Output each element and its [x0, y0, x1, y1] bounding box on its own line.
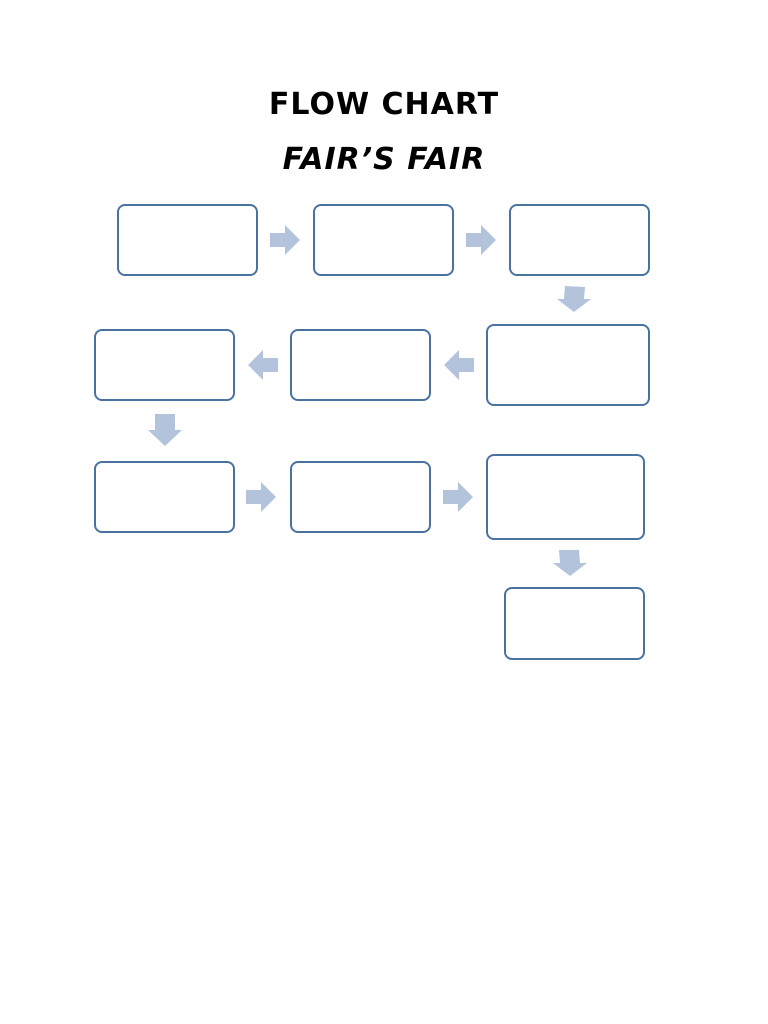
flow-box-6 [94, 329, 235, 401]
left-arrow-icon [248, 350, 278, 380]
right-arrow-icon [270, 225, 300, 255]
flow-box-7 [94, 461, 235, 533]
left-arrow-icon [444, 350, 474, 380]
flow-box-8 [290, 461, 431, 533]
flow-box-2 [313, 204, 454, 276]
flow-box-3 [509, 204, 650, 276]
down-arrow-icon [557, 286, 591, 312]
down-arrow-icon [553, 550, 587, 576]
flow-box-5 [290, 329, 431, 401]
flow-box-1 [117, 204, 258, 276]
right-arrow-icon [443, 482, 473, 512]
flow-box-4 [486, 324, 650, 406]
page-title: FLOW CHART [268, 87, 500, 122]
right-arrow-icon [246, 482, 276, 512]
page-subtitle: FAIR’S FAIR [282, 142, 486, 177]
right-arrow-icon [466, 225, 496, 255]
flow-box-9 [486, 454, 645, 540]
flow-box-10 [504, 587, 645, 660]
down-arrow-icon [148, 414, 182, 446]
